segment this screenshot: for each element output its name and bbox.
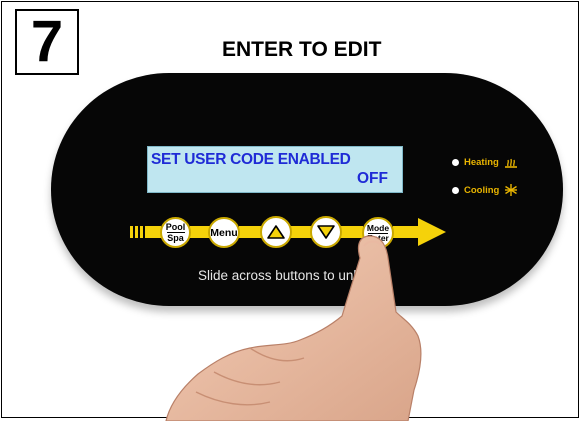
track-bar-3 — [239, 226, 261, 238]
up-triangle-icon — [267, 225, 285, 239]
track-bar-2 — [190, 226, 210, 238]
heating-label: Heating — [464, 156, 499, 168]
track-dash-3 — [140, 226, 143, 238]
heating-icon — [504, 158, 517, 168]
track-dash-1 — [130, 226, 133, 238]
spa-label: Spa — [167, 233, 184, 243]
up-button[interactable] — [260, 216, 292, 248]
track-bar-1 — [145, 226, 161, 238]
track-dash-2 — [135, 226, 138, 238]
cooling-icon — [505, 184, 518, 196]
pool-spa-button[interactable]: Pool Spa — [160, 217, 191, 248]
cooling-indicator: Cooling — [452, 184, 518, 196]
track-bar-5 — [341, 226, 363, 238]
track-arrow-head — [418, 218, 446, 246]
unlock-hint: Slide across buttons to unlock — [198, 268, 378, 283]
hand-shape — [165, 235, 422, 421]
pool-label: Pool — [165, 222, 186, 232]
track-bar-6 — [393, 226, 419, 238]
step-heading: ENTER TO EDIT — [222, 38, 382, 61]
down-triangle-icon — [317, 225, 335, 239]
mode-label: Mode — [366, 222, 390, 233]
pool-spa-divider — [166, 232, 185, 233]
lcd-display: SET USER CODE ENABLED OFF — [147, 146, 403, 193]
step-number: 7 — [15, 9, 79, 75]
cooling-led — [452, 186, 459, 194]
cooling-label: Cooling — [464, 184, 500, 196]
lcd-line-2: OFF — [357, 170, 388, 187]
lcd-line-1: SET USER CODE ENABLED — [151, 151, 351, 168]
down-button[interactable] — [310, 216, 342, 248]
mode-enter-divider — [368, 232, 388, 234]
track-bar-4 — [291, 226, 311, 238]
menu-button[interactable]: Menu — [208, 217, 240, 248]
heating-led — [452, 158, 459, 166]
heating-indicator: Heating — [452, 156, 518, 168]
